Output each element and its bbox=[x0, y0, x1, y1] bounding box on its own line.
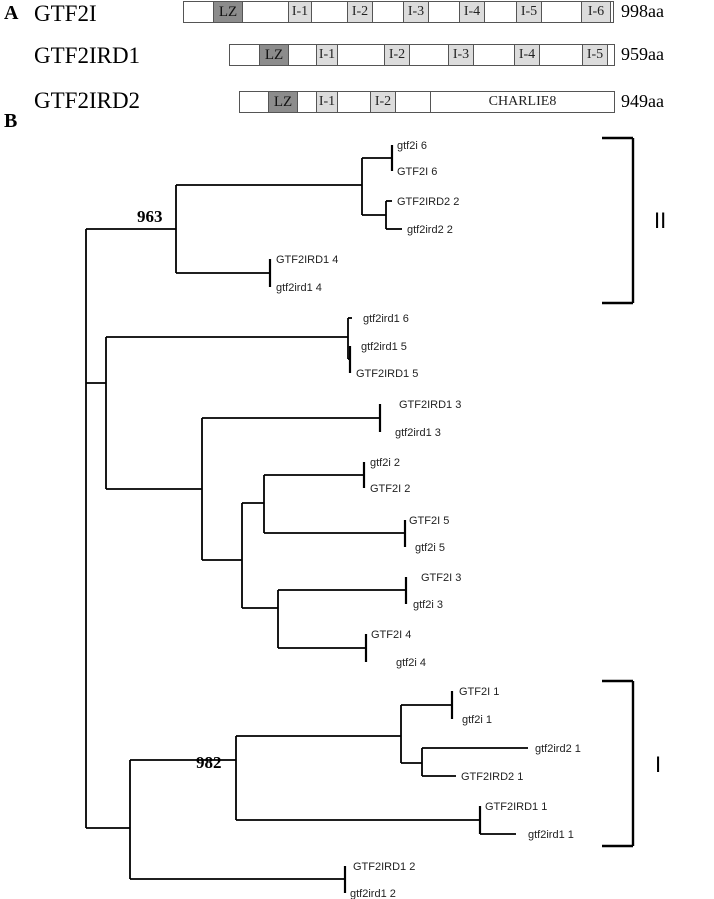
i-repeat-domain: I-4 bbox=[459, 1, 485, 23]
i-repeat-domain: I-1 bbox=[288, 1, 312, 23]
leaf-label: gtf2ird1 6 bbox=[363, 313, 409, 325]
leucine-zipper-domain: LZ bbox=[268, 91, 298, 113]
leaf-label: GTF2IRD1 5 bbox=[356, 368, 418, 380]
leaf-label: GTF2IRD1 4 bbox=[276, 254, 338, 266]
i-repeat-domain: I-3 bbox=[448, 44, 474, 66]
charlie8-domain: CHARLIE8 bbox=[430, 91, 615, 113]
i-repeat-domain: I-2 bbox=[384, 44, 410, 66]
protein-name: GTF2IRD1 bbox=[34, 43, 141, 68]
leaf-label: gtf2i 2 bbox=[370, 457, 400, 469]
leaf-label: GTF2I 2 bbox=[370, 483, 410, 495]
leaf-label: GTF2I 4 bbox=[371, 629, 411, 641]
leaf-label: gtf2ird1 2 bbox=[350, 888, 396, 899]
i-repeat-domain: I-6 bbox=[581, 1, 611, 23]
i-repeat-domain: I-5 bbox=[582, 44, 608, 66]
i-repeat-domain: I-4 bbox=[514, 44, 540, 66]
bootstrap-value: 963 bbox=[137, 207, 163, 226]
leaf-label: GTF2IRD1 2 bbox=[353, 861, 415, 873]
leaf-label: gtf2ird1 5 bbox=[361, 341, 407, 353]
leaf-label: gtf2ird2 2 bbox=[407, 224, 453, 236]
leaf-label: gtf2ird1 4 bbox=[276, 282, 322, 294]
leaf-label: GTF2I 5 bbox=[409, 515, 449, 527]
i-repeat-domain: I-5 bbox=[516, 1, 542, 23]
panel-a-label: A bbox=[4, 2, 19, 24]
i-repeat-domain: I-2 bbox=[347, 1, 373, 23]
bootstrap-value: 982 bbox=[196, 753, 222, 772]
protein-name: GTF2IRD2 bbox=[34, 88, 141, 113]
i-repeat-domain: I-1 bbox=[316, 91, 338, 113]
protein-name: GTF2I bbox=[34, 1, 97, 26]
leaf-label: gtf2ird1 1 bbox=[528, 829, 574, 841]
leaf-label: GTF2IRD2 2 bbox=[397, 196, 459, 208]
protein-length: 959aa bbox=[621, 44, 664, 64]
protein-length: 949aa bbox=[621, 91, 664, 111]
leaf-label: gtf2ird2 1 bbox=[535, 743, 581, 755]
i-repeat-domain: I-1 bbox=[316, 44, 338, 66]
clade-label-i: I bbox=[655, 752, 661, 777]
leaf-label: gtf2i 4 bbox=[396, 657, 426, 669]
leaf-label: gtf2i 5 bbox=[415, 542, 445, 554]
leaf-label: GTF2IRD2 1 bbox=[461, 771, 523, 783]
leaf-label: GTF2I 6 bbox=[397, 166, 437, 178]
panel-b-label: B bbox=[4, 110, 18, 132]
protein-length: 998aa bbox=[621, 1, 664, 21]
clade-label-ii: II bbox=[654, 208, 666, 233]
leaf-label: GTF2IRD1 1 bbox=[485, 801, 547, 813]
i-repeat-domain: I-3 bbox=[403, 1, 429, 23]
leaf-label: gtf2i 6 bbox=[397, 140, 427, 152]
leaf-label: GTF2IRD1 3 bbox=[399, 399, 461, 411]
leaf-label: gtf2i 1 bbox=[462, 714, 492, 726]
leaf-label: gtf2i 3 bbox=[413, 599, 443, 611]
leucine-zipper-domain: LZ bbox=[259, 44, 289, 66]
leaf-label: GTF2I 3 bbox=[421, 572, 461, 584]
i-repeat-domain: I-2 bbox=[370, 91, 396, 113]
leaf-label: gtf2ird1 3 bbox=[395, 427, 441, 439]
leucine-zipper-domain: LZ bbox=[213, 1, 243, 23]
leaf-label: GTF2I 1 bbox=[459, 686, 499, 698]
